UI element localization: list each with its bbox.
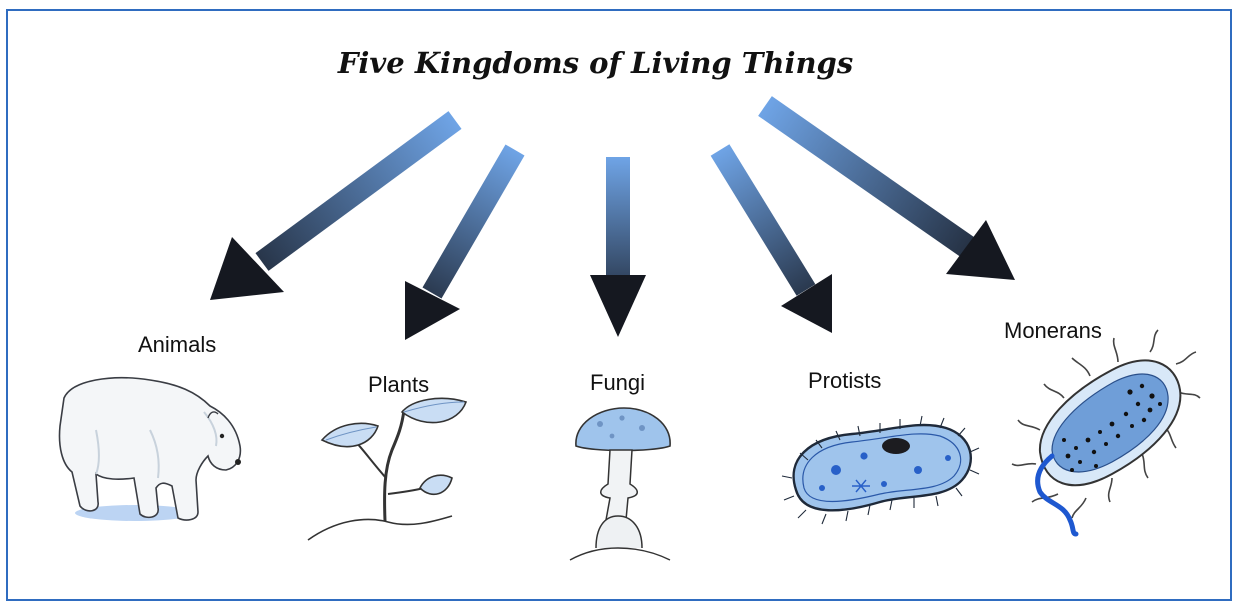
bacterium-icon xyxy=(1012,330,1200,534)
paramecium-icon xyxy=(782,416,979,524)
mushroom-icon xyxy=(570,408,670,560)
sprout-icon xyxy=(308,398,466,540)
polar-bear-icon xyxy=(60,378,242,521)
